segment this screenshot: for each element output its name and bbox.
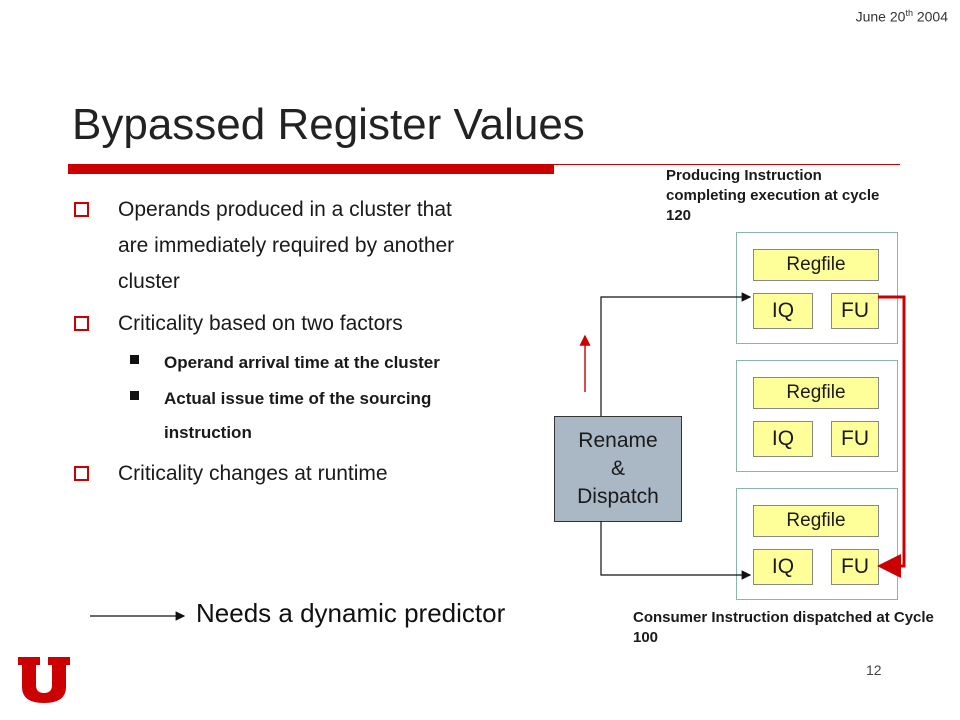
bullet-list: Operands produced in a cluster that are …	[72, 192, 472, 498]
fu-box: FU	[831, 293, 879, 329]
bullet-item: Operands produced in a cluster that are …	[72, 192, 472, 300]
rename-dispatch-box: Rename & Dispatch	[554, 416, 682, 522]
filled-square-bullet-icon	[130, 355, 139, 364]
iq-box: IQ	[753, 293, 813, 329]
fu-box: FU	[831, 421, 879, 457]
regfile-box: Regfile	[753, 249, 879, 281]
sub-bullet-item: Actual issue time of the sourcing instru…	[118, 382, 472, 450]
hollow-square-bullet-icon	[74, 466, 89, 481]
university-u-logo-icon	[18, 657, 70, 703]
conclusion-text: Needs a dynamic predictor	[196, 598, 506, 628]
page-number: 12	[866, 662, 882, 678]
hollow-square-bullet-icon	[74, 202, 89, 217]
bypass-red-arrow	[877, 295, 906, 578]
filled-square-bullet-icon	[130, 391, 139, 400]
title-underline-thick	[68, 164, 554, 174]
iq-box: IQ	[753, 421, 813, 457]
dispatch-to-cluster-1-arrow	[600, 292, 752, 416]
regfile-box: Regfile	[753, 505, 879, 537]
consumer-instruction-note: Consumer Instruction dispatched at Cycle…	[633, 609, 934, 646]
regfile-box: Regfile	[753, 377, 879, 409]
bullet-item: Criticality based on two factors Operand…	[72, 306, 472, 450]
cluster-1: Regfile IQ FU	[736, 232, 898, 344]
hollow-square-bullet-icon	[74, 316, 89, 331]
dispatch-to-cluster-3-arrow	[600, 521, 752, 580]
slide-date: June 20th 2004	[855, 8, 948, 25]
rename-label-line: &	[610, 457, 625, 480]
cluster-3: Regfile IQ FU	[736, 488, 898, 600]
rename-label-line: Rename	[578, 429, 658, 452]
sub-bullet-item: Operand arrival time at the cluster	[118, 346, 472, 380]
fu-box: FU	[831, 549, 879, 585]
iq-box: IQ	[753, 549, 813, 585]
producing-instruction-note: Producing Instruction completing executi…	[666, 167, 880, 224]
sub-bullet-list: Operand arrival time at the cluster Actu…	[118, 346, 472, 450]
cluster-2: Regfile IQ FU	[736, 360, 898, 472]
rename-label-line: Dispatch	[577, 485, 659, 508]
slide-title: Bypassed Register Values	[72, 100, 585, 149]
title-underline-thin	[554, 164, 900, 165]
bullet-item: Criticality changes at runtime	[72, 456, 472, 492]
